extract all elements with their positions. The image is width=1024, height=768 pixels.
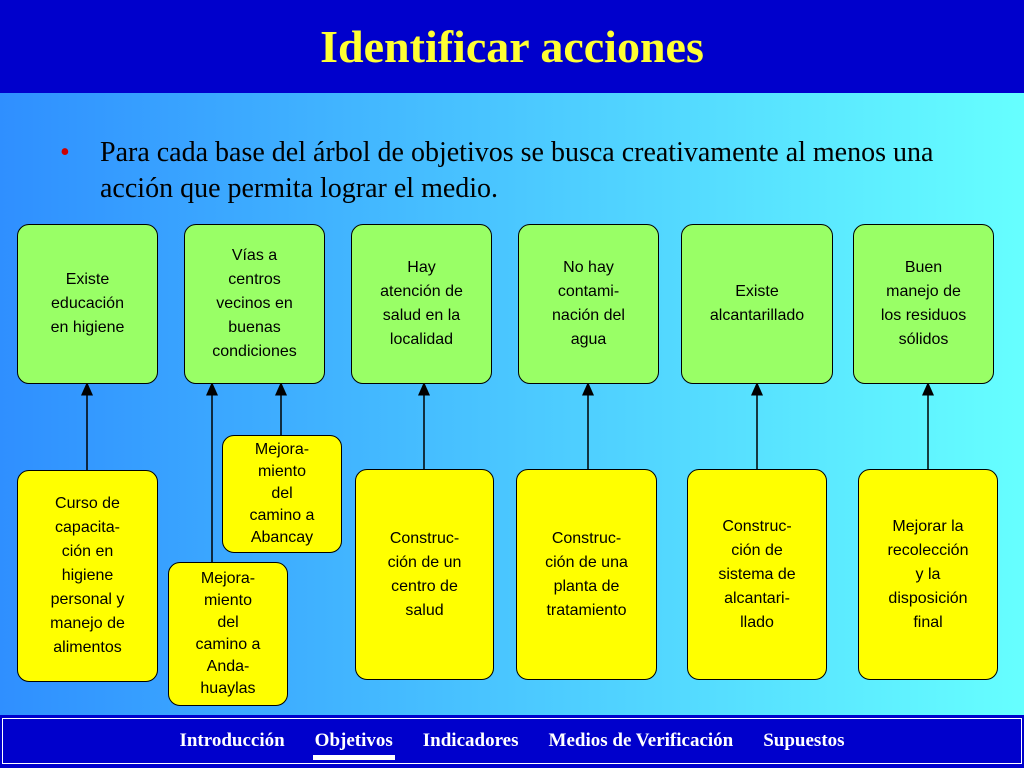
action-box: Construc- ción de sistema de alcantari- … — [687, 469, 827, 680]
navigation-bar: Introducción Objetivos Indicadores Medio… — [0, 715, 1024, 768]
nav-link-supuestos[interactable]: Supuestos — [763, 730, 845, 751]
action-box: Mejora- miento del camino a Abancay — [222, 435, 342, 553]
slide-title: Identificar acciones — [320, 21, 704, 72]
action-box: Curso de capacita- ción en higiene perso… — [17, 470, 158, 682]
nav-link-objetivos[interactable]: Objetivos — [312, 730, 395, 760]
action-box: Construc- ción de una planta de tratamie… — [516, 469, 657, 680]
title-bar: Identificar acciones — [0, 0, 1024, 93]
means-box: Buen manejo de los residuos sólidos — [853, 224, 994, 384]
action-box: Mejorar la recolección y la disposición … — [858, 469, 998, 680]
bullet-point: • Para cada base del árbol de objetivos … — [60, 135, 960, 207]
nav-frame: Introducción Objetivos Indicadores Medio… — [2, 718, 1022, 764]
action-box: Construc- ción de un centro de salud — [355, 469, 494, 680]
bullet-text: Para cada base del árbol de objetivos se… — [100, 137, 934, 204]
means-box: No hay contami- nación del agua — [518, 224, 659, 384]
bullet-marker: • — [60, 137, 70, 168]
means-box: Vías a centros vecinos en buenas condici… — [184, 224, 325, 384]
means-box: Existe alcantarillado — [681, 224, 833, 384]
means-box: Existe educación en higiene — [17, 224, 158, 384]
nav-link-medios-verificacion[interactable]: Medios de Verificación — [548, 730, 734, 751]
action-box: Mejora- miento del camino a Anda- huayla… — [168, 562, 288, 706]
means-box: Hay atención de salud en la localidad — [351, 224, 492, 384]
nav-link-indicadores[interactable]: Indicadores — [422, 730, 519, 751]
nav-link-introduccion[interactable]: Introducción — [179, 730, 285, 751]
